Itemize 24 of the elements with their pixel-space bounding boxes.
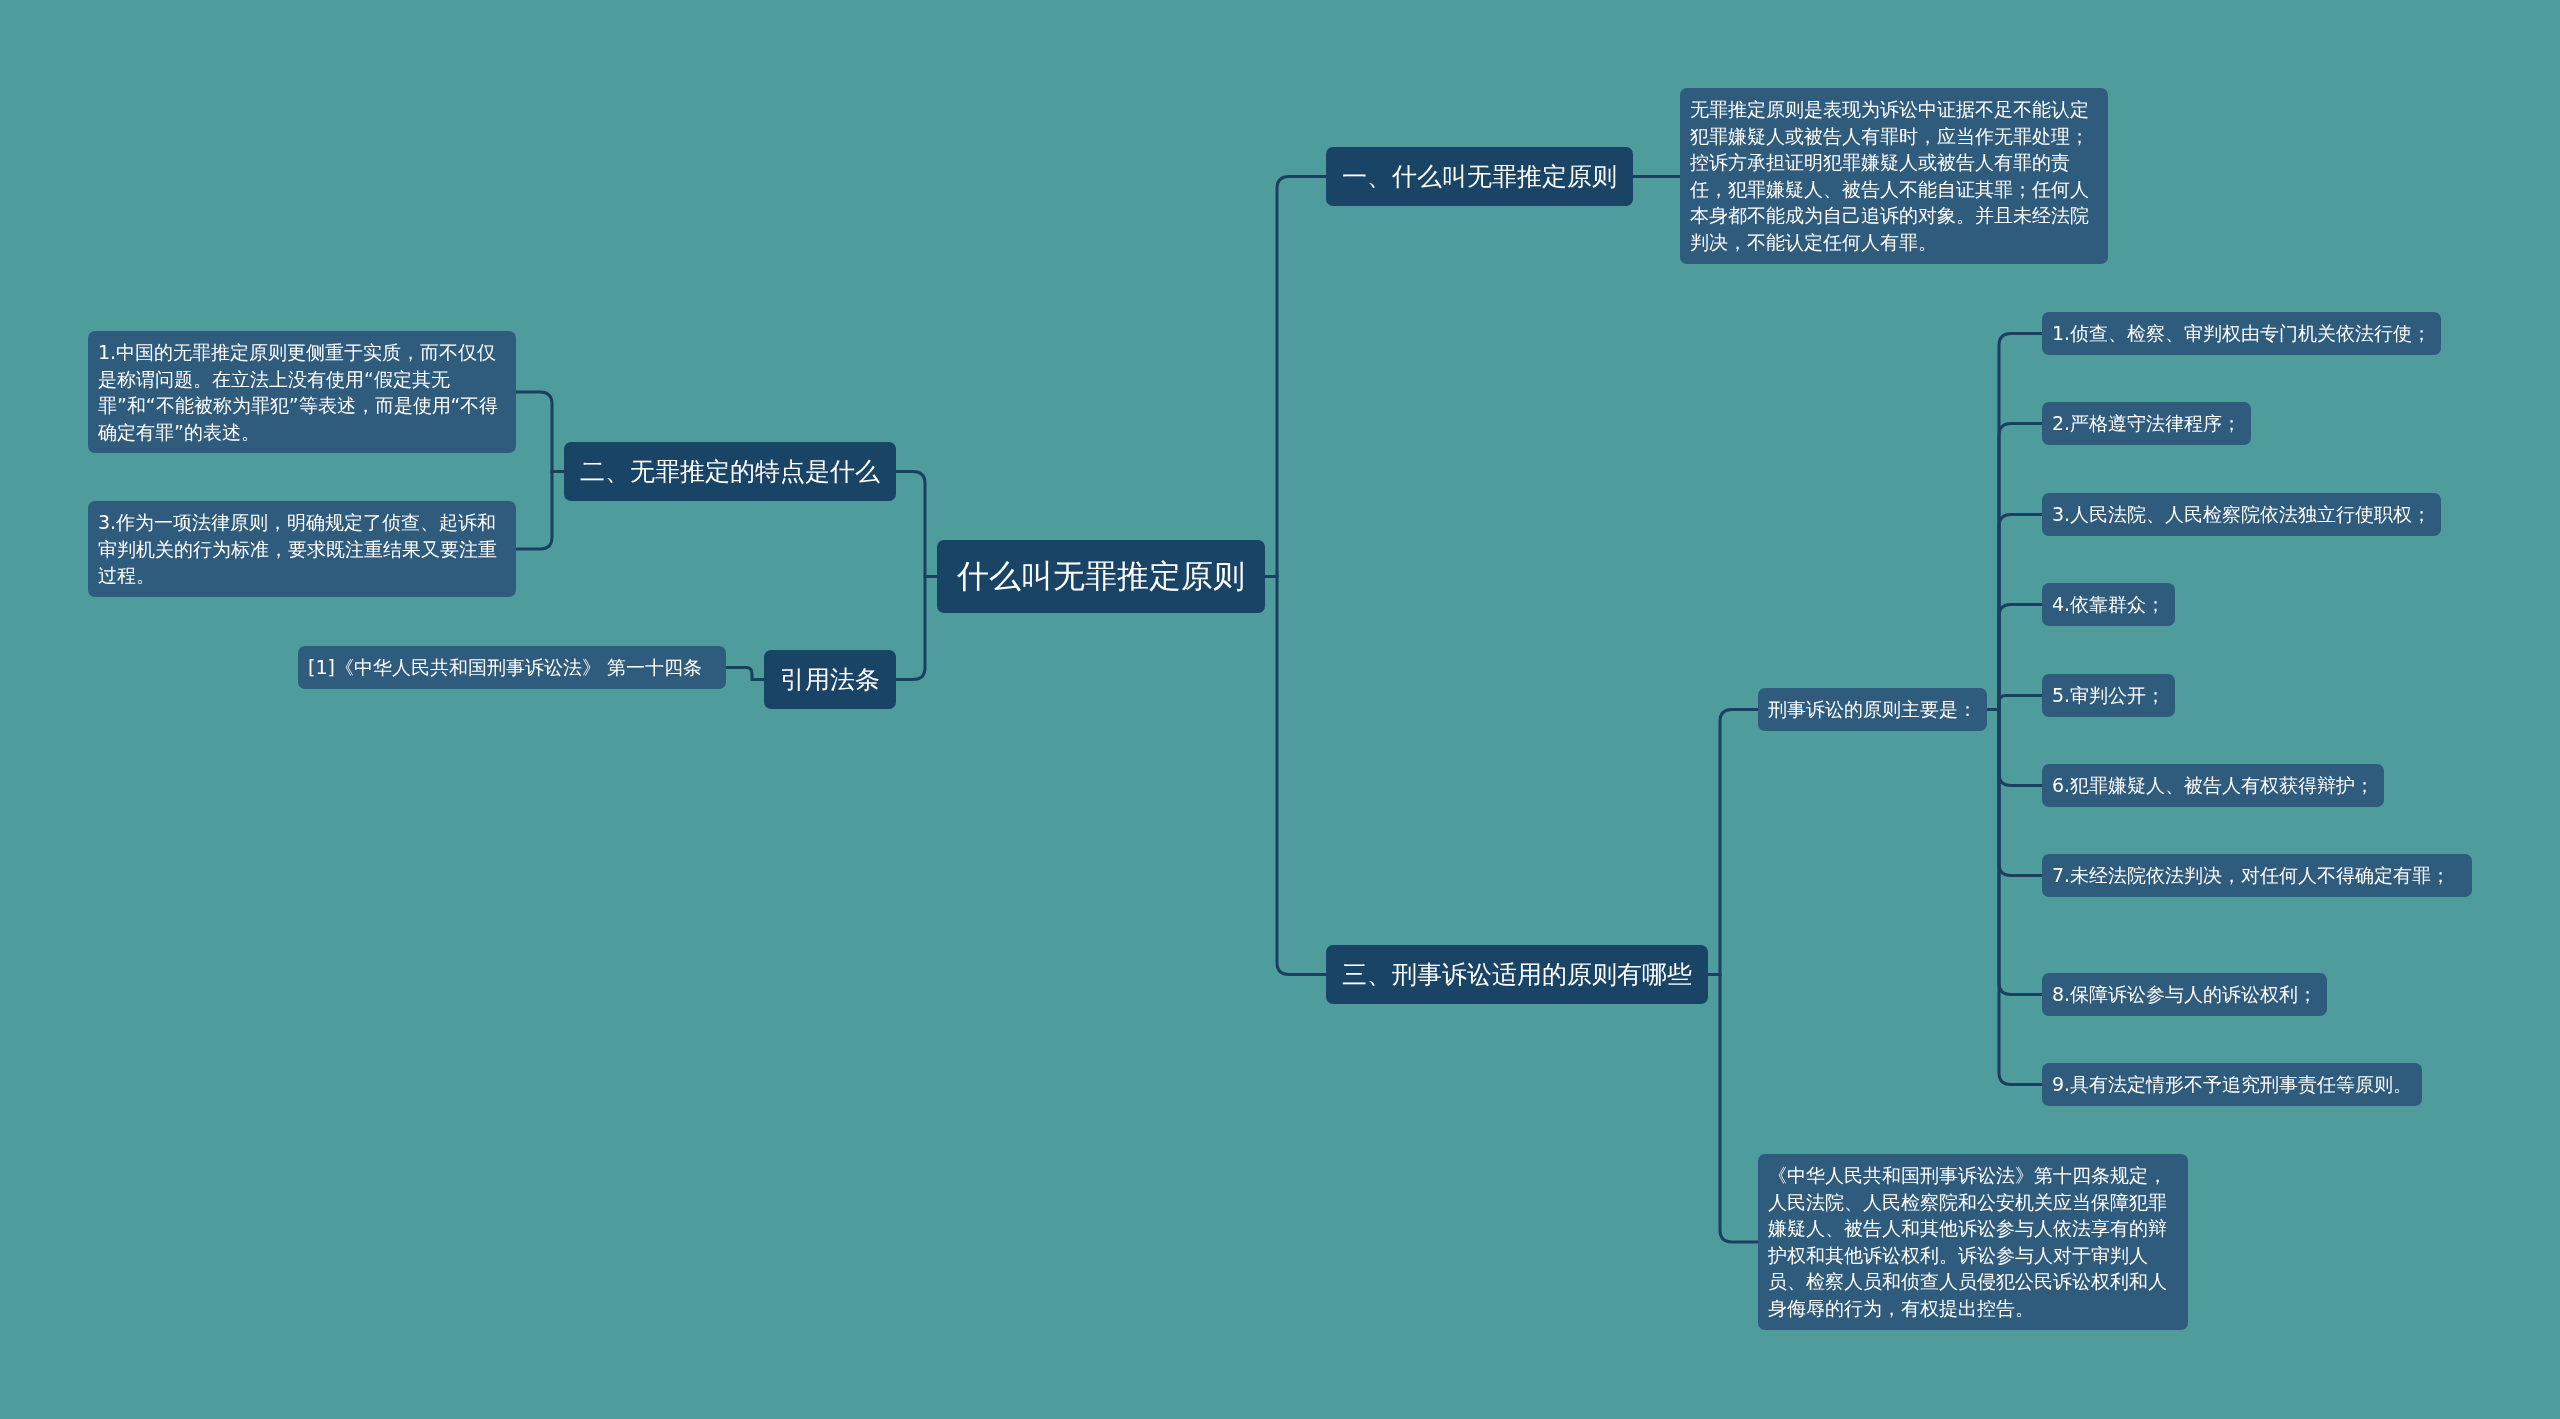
subtopic-box: 3.人民法院、人民检察院依法独立行使职权；: [2042, 493, 2442, 536]
subtopic-box: 1.侦查、检察、审判权由专门机关依法行使；: [2042, 312, 2442, 355]
subtopic-box: 2.严格遵守法律程序；: [2042, 402, 2252, 445]
subtopic-box: 5.审判公开；: [2042, 674, 2176, 717]
central-topic: 什么叫无罪推定原则: [937, 540, 1265, 613]
note-box: 1.中国的无罪推定原则更侧重于实质，而不仅仅是称谓问题。在立法上没有使用“假定其无罪”和“不能被称为罪犯”等表述，而是使用“不得确定有罪”的表述。: [88, 331, 516, 454]
note-box: 无罪推定原则是表现为诉讼中证据不足不能认定犯罪嫌疑人或被告人有罪时，应当作无罪处理；控诉方承担证明犯罪嫌疑人或被告人有罪的责任，犯罪嫌疑人、被告人不能自证其罪；任何人本身都不能成为自己追诉的对象。并且未经法院判决，不能认定任何人有罪。: [1680, 88, 2108, 264]
subtopic-box: 9.具有法定情形不予追究刑事责任等原则。: [2042, 1063, 2423, 1106]
subtopic-box: 7.未经法院依法判决，对任何人不得确定有罪；: [2042, 854, 2472, 897]
subtopic-box: 8.保障诉讼参与人的诉讼权利；: [2042, 973, 2328, 1016]
subtopic-box: 刑事诉讼的原则主要是：: [1758, 688, 1987, 731]
topic-box: 三、刑事诉讼适用的原则有哪些: [1326, 945, 1708, 1004]
connector-line: [516, 470, 564, 551]
subtopic-box: 6.犯罪嫌疑人、被告人有权获得辩护；: [2042, 764, 2385, 807]
topic-box: 二、无罪推定的特点是什么: [564, 442, 896, 501]
subtopic-box: 4.依靠群众；: [2042, 583, 2176, 626]
topic-box: 引用法条: [764, 650, 896, 709]
note-box: [1]《中华人民共和国刑事诉讼法》 第一十四条: [298, 646, 726, 689]
note-box: 3.作为一项法律原则，明确规定了侦查、起诉和审判机关的行为标准，要求既注重结果又要注重过程。: [88, 501, 516, 597]
note-box: 《中华人民共和国刑事诉讼法》第十四条规定，人民法院、人民检察院和公安机关应当保障犯罪嫌疑人、被告人和其他诉讼参与人依法享有的辩护权和其他诉讼权利。诉讼参与人对于审判人员、检察人员和侦查人员侵犯公民诉讼权利和人身侮辱的行为，有权提出控告。: [1758, 1154, 2188, 1330]
connector-line: [1265, 575, 1326, 976]
connector-line: [1633, 175, 1680, 178]
topic-box: 一、什么叫无罪推定原则: [1326, 147, 1633, 206]
connector-line: [726, 666, 764, 681]
